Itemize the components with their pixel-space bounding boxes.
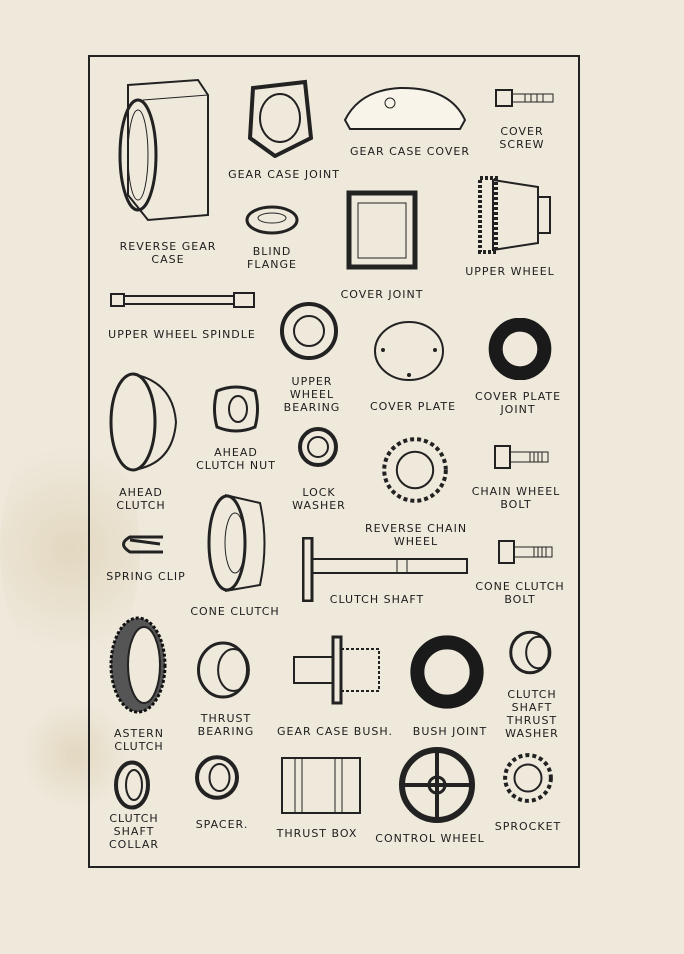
bush-joint-drawing [408,633,486,711]
upper-wheel-label: UPPER WHEEL [465,265,555,278]
control-wheel-drawing [395,745,480,825]
gear-case-bush-label: GEAR CASE BUSH. [277,725,393,738]
gear-case-bush-drawing [293,635,383,705]
lock-washer-label: LOCK WASHER [292,486,346,512]
ahead-clutch-drawing [108,372,178,472]
clutch-shaft-thrust-washer-drawing [508,630,563,675]
illustration-frame [88,55,580,868]
gear-case-cover-drawing [340,85,470,130]
sprocket-drawing [502,752,554,804]
spring-clip-drawing [115,532,165,557]
chain-wheel-bolt-drawing [494,445,554,470]
bush-joint-label: BUSH JOINT [412,725,488,738]
cover-plate-joint-label: COVER PLATE JOINT [474,390,562,416]
cover-screw-drawing [495,88,555,108]
upper-wheel-spindle-label: UPPER WHEEL SPINDLE [108,328,256,341]
thrust-box-drawing [280,753,362,818]
gear-case-joint-label: GEAR CASE JOINT [228,168,340,181]
spacer-label: SPACER. [195,818,249,831]
clutch-shaft-drawing [302,537,472,602]
cone-clutch-label: CONE CLUTCH [190,605,280,618]
reverse-chain-wheel-drawing [380,435,450,505]
cone-clutch-drawing [205,493,270,593]
paper-stain [20,700,130,810]
ahead-clutch-nut-label: AHEAD CLUTCH NUT [196,446,276,472]
sprocket-label: SPROCKET [494,820,562,833]
cover-screw-label: COVER SCREW [499,125,545,151]
upper-wheel-bearing-label: UPPER WHEEL BEARING [283,375,341,414]
thrust-bearing-drawing [195,640,265,700]
cover-joint-drawing [346,190,418,270]
clutch-shaft-collar-label: CLUTCH SHAFT COLLAR [108,812,160,851]
reverse-gear-case-label: REVERSE GEAR CASE [119,240,217,266]
blind-flange-label: BLIND FLANGE [247,245,297,271]
chain-wheel-bolt-label: CHAIN WHEEL BOLT [471,485,561,511]
thrust-bearing-label: THRUST BEARING [197,712,255,738]
blind-flange-drawing [245,205,300,235]
upper-wheel-drawing [478,175,558,255]
reverse-gear-case-drawing [108,75,213,225]
clutch-shaft-collar-drawing [112,760,152,810]
ahead-clutch-label: AHEAD CLUTCH [116,486,166,512]
gear-case-joint-drawing [245,78,313,158]
cone-clutch-bolt-drawing [498,540,553,565]
upper-wheel-bearing-drawing [278,302,340,360]
spacer-drawing [192,755,242,800]
cover-plate-joint-drawing [487,318,553,380]
cover-plate-label: COVER PLATE [369,400,457,413]
lock-washer-drawing [298,427,338,467]
clutch-shaft-thrust-washer-label: CLUTCH SHAFT THRUST WASHER [505,688,559,740]
astern-clutch-drawing [108,615,168,715]
gear-case-cover-label: GEAR CASE COVER [349,145,471,158]
cone-clutch-bolt-label: CONE CLUTCH BOLT [475,580,565,606]
control-wheel-label: CONTROL WHEEL [375,832,485,845]
clutch-shaft-label: CLUTCH SHAFT [329,593,425,606]
astern-clutch-label: ASTERN CLUTCH [113,727,165,753]
cover-joint-label: COVER JOINT [340,288,424,301]
ahead-clutch-nut-drawing [212,383,260,435]
upper-wheel-spindle-drawing [110,290,255,310]
thrust-box-label: THRUST BOX [276,827,358,840]
reverse-chain-wheel-label: REVERSE CHAIN WHEEL [364,522,468,548]
cover-plate-drawing [373,320,445,382]
spring-clip-label: SPRING CLIP [106,570,186,583]
